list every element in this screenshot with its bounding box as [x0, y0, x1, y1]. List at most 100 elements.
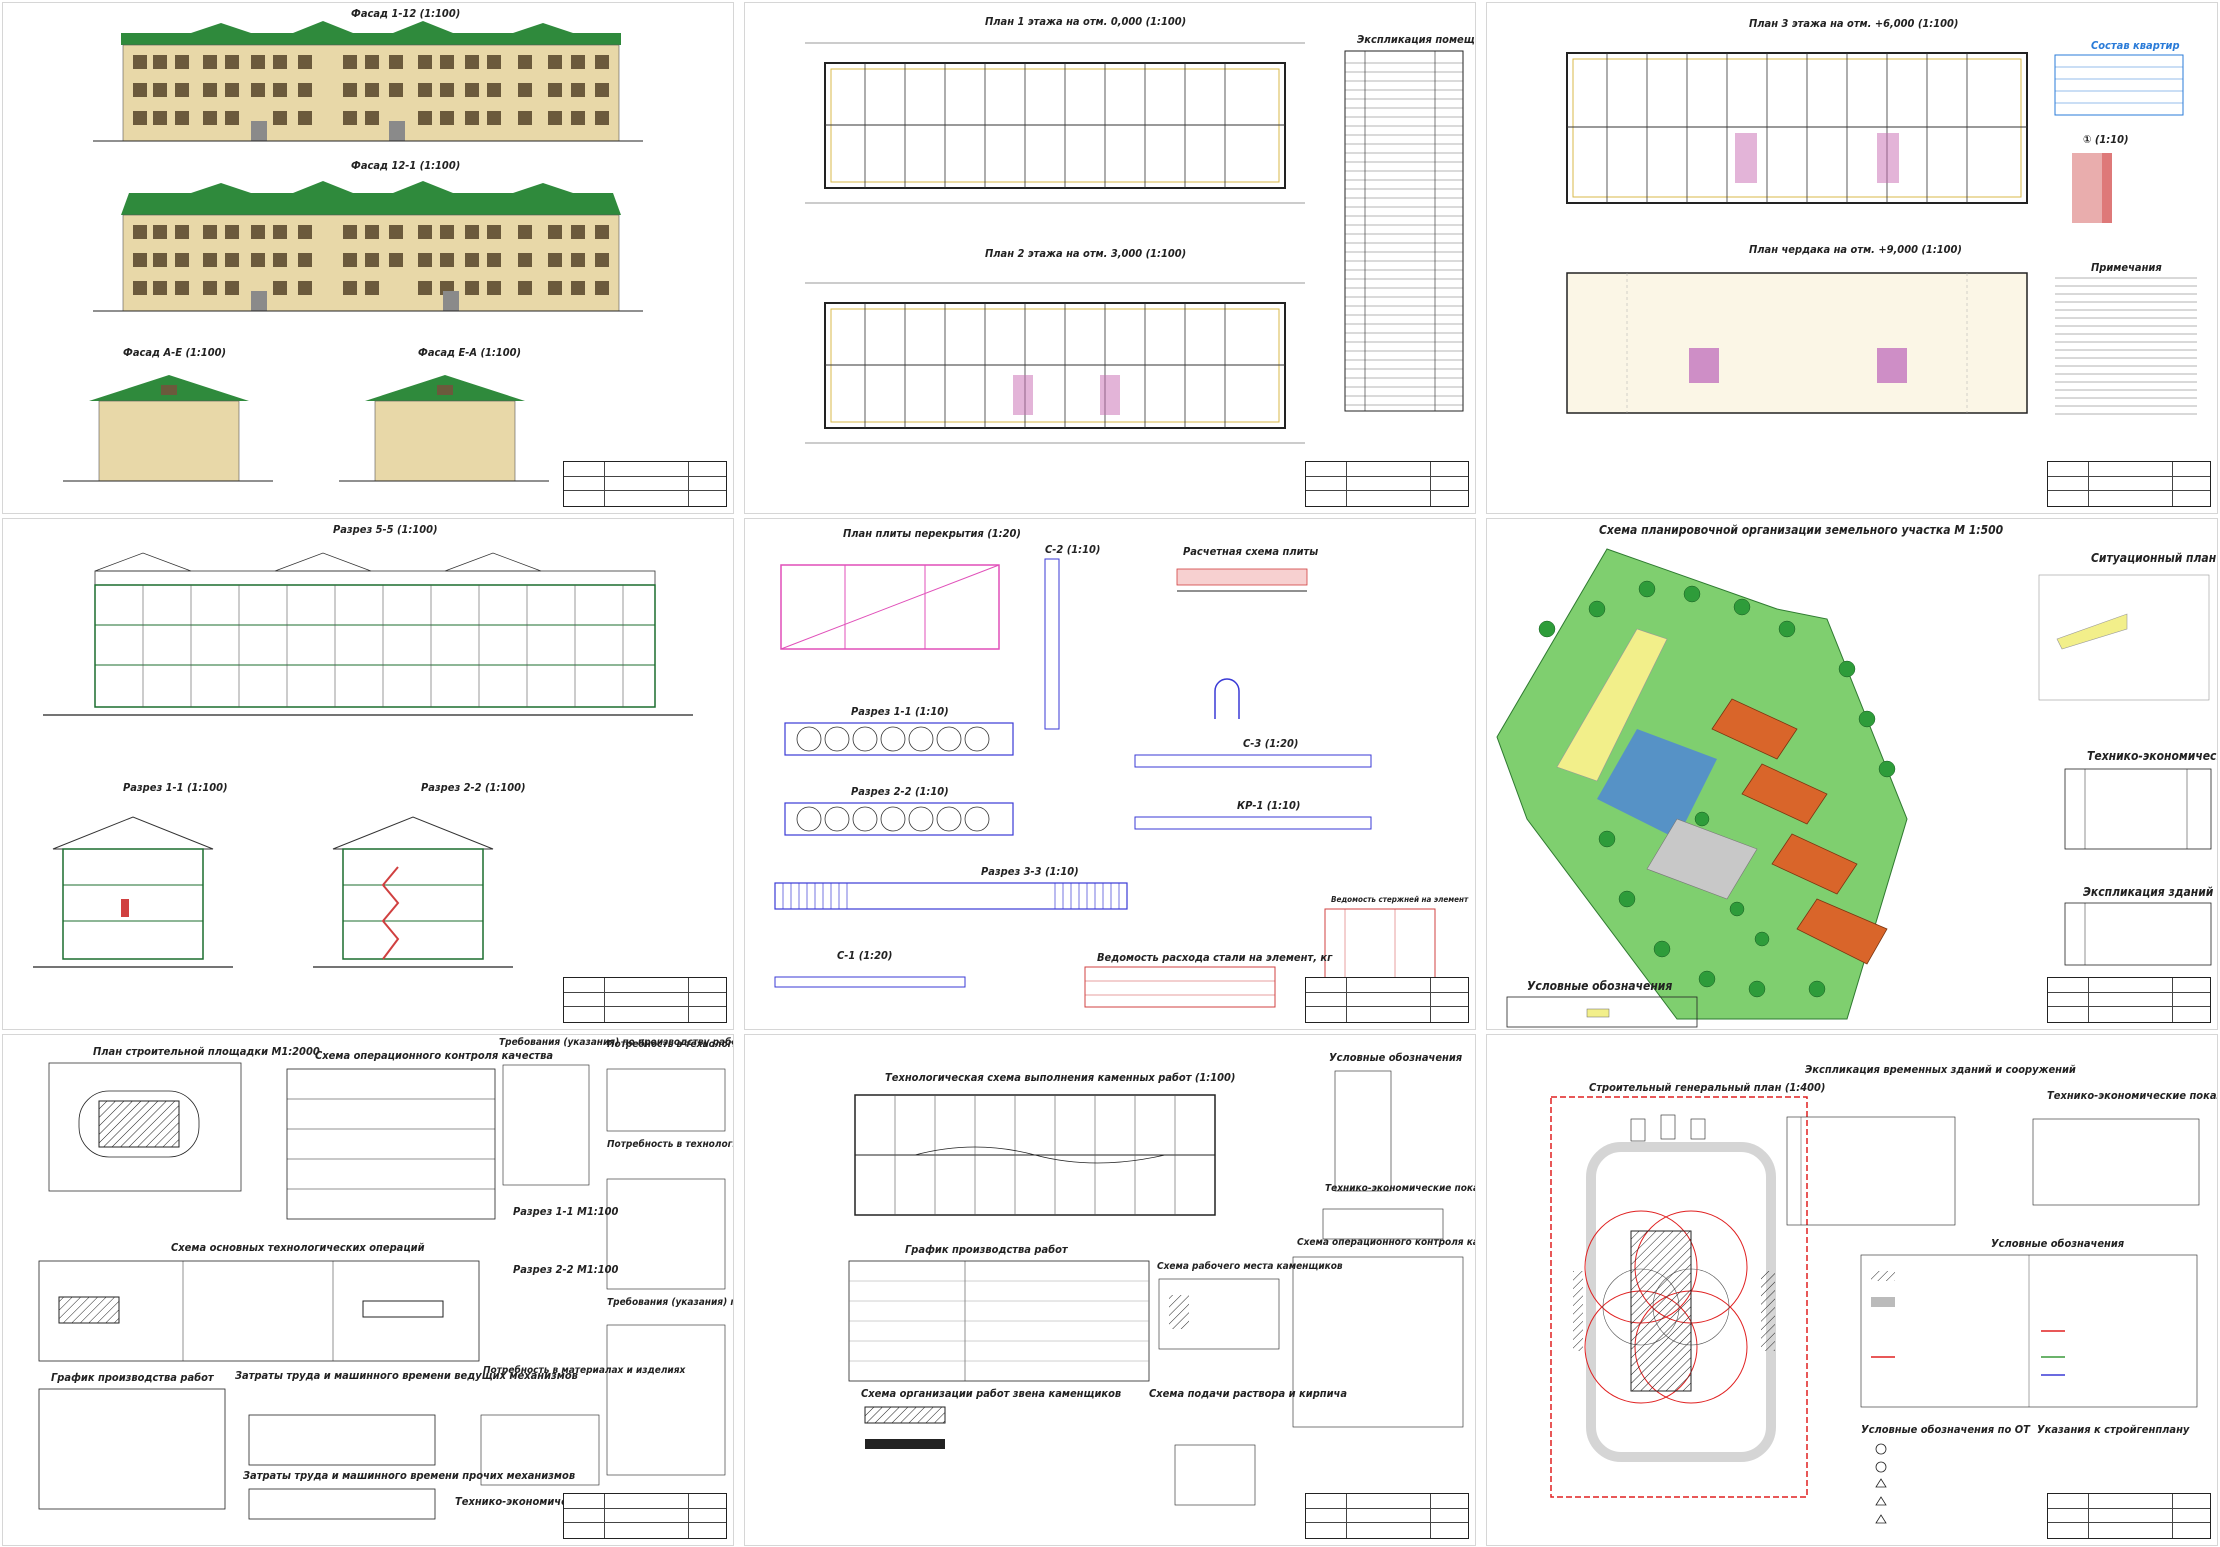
schedule-grid: [38, 1388, 226, 1510]
schedule-title: График производства работ: [905, 1243, 1068, 1256]
supply-title: Схема подачи раствора и кирпича: [1149, 1387, 1348, 1400]
section-2-2-m100: Разрез 2-2 М1:100: [513, 1263, 619, 1276]
slab-section-1-1-title: Разрез 1-1 (1:10): [851, 705, 949, 718]
organization-scheme: [864, 1406, 946, 1449]
plan-attic-title: План чердака на отм. +9,000 (1:100): [1749, 243, 1962, 256]
tech-equipment-title: Потребность в технологическом оборудован…: [607, 1039, 733, 1050]
plan-attic: [1566, 272, 2028, 414]
slab-section-2-2: [784, 802, 1014, 836]
labor-main-title: Затраты труда и машинного времени ведущи…: [235, 1369, 578, 1382]
sheet-sections: Разрез 5-5 (1:100) Разрез 1-1 (1:100) Ра…: [2, 518, 734, 1030]
workplace-scheme: [1158, 1278, 1280, 1350]
title-block: [1305, 977, 1469, 1023]
west-storage: [1573, 1271, 1583, 1351]
facade-e-a-title: Фасад Е-А (1:100): [418, 346, 521, 359]
explication-buildings-table: [2064, 902, 2212, 966]
quality-scheme-title: Схема операционного контроля качества: [315, 1049, 554, 1062]
masonry-drawing: [848, 1070, 1464, 1506]
slab-plan-title: План плиты перекрытия (1:20): [843, 527, 1021, 540]
operations-title: Схема основных технологических операций: [171, 1241, 425, 1254]
tep-table: [2032, 1118, 2200, 1206]
section-5-5-title: Разрез 5-5 (1:100): [333, 523, 438, 536]
schedule-title: График производства работ: [51, 1371, 214, 1384]
title-block: [2047, 1493, 2211, 1539]
slab-section-3-3: [774, 882, 1128, 910]
facades-drawing: [63, 21, 643, 482]
sections-drawing: [33, 552, 693, 968]
quality-scheme-title: Схема операционного контроля качества: [1297, 1237, 1475, 1248]
plan-floor-2: [805, 282, 1305, 444]
title-block: [563, 977, 727, 1023]
legend-table: [1860, 1254, 2198, 1408]
temp-buildings-title: Экспликация временных зданий и сооружени…: [1805, 1063, 2076, 1076]
title-block: [2047, 461, 2211, 507]
sheet-floor-plans-1-2: План 1 этажа на отм. 0,000 (1:100) План …: [744, 2, 1476, 514]
section-1-1-title: Разрез 1-1 (1:100): [123, 781, 228, 794]
temp-buildings-table: [1786, 1116, 1956, 1226]
section-2-2: [313, 816, 513, 968]
construction-site-plan: [48, 1062, 242, 1192]
title-block: [1305, 461, 1469, 507]
plan-floor-3: [1566, 52, 2028, 204]
steel-statement-title: Ведомость расхода стали на элемент, кг: [1097, 951, 1333, 964]
stroygenplan-drawing: [1550, 1096, 2200, 1524]
building-footprint: [1630, 1230, 1692, 1392]
plan-floor-1-title: План 1 этажа на отм. 0,000 (1:100): [985, 15, 1187, 28]
tep-title: Технико-экономические: [2087, 749, 2217, 763]
slab-drawing: [774, 558, 1436, 1008]
schedule-table: [848, 1260, 1150, 1382]
sheet-tech-map-earthworks: План строительной площадки М1:2000 Схема…: [2, 1034, 734, 1546]
right-text-blocks: [480, 1064, 726, 1486]
node-title: ① (1:10): [2083, 133, 2129, 146]
c3-frame: [1134, 754, 1372, 768]
facade-a-e: [63, 375, 273, 482]
apartments-table: [2054, 54, 2184, 116]
materials-title: Потребность в материалах и изделиях: [483, 1365, 686, 1376]
quality-table: [286, 1068, 496, 1220]
site-plan-drawing: [1496, 548, 2212, 1028]
steel-statement: [1084, 966, 1276, 1008]
playground: [1597, 729, 1717, 839]
workplace-title: Схема рабочего места каменщиков: [1157, 1261, 1343, 1272]
slab-plan: [780, 564, 1000, 650]
quality-table: [1292, 1256, 1464, 1428]
situation-plan-title: Ситуационный план: [2091, 551, 2217, 565]
ot-legend: [1875, 1443, 1887, 1524]
masonry-plan: [854, 1094, 1216, 1216]
floor3-attic-drawing: [1566, 52, 2197, 415]
facade-12-1: [93, 181, 643, 312]
c3-title: С-3 (1:20): [1243, 737, 1299, 750]
instructions-title: Указания к стройгенплану: [2037, 1423, 2190, 1436]
calc-scheme-title: Расчетная схема плиты: [1183, 545, 1319, 558]
labor-main-table: [248, 1414, 436, 1466]
sport-court: [1646, 818, 1758, 900]
tep-box: [1322, 1208, 1444, 1240]
slab-section-1-1: [784, 722, 1014, 756]
labor-other-table: [248, 1488, 436, 1520]
section-1-1-m100: Разрез 1-1 М1:100: [513, 1205, 619, 1218]
wall-node: [2072, 153, 2112, 223]
apartments-title: Состав квартир: [2091, 39, 2180, 52]
explication-table: [1344, 50, 1464, 412]
trees: [1538, 580, 1896, 998]
kr1-title: КР-1 (1:10): [1237, 799, 1301, 812]
masonry-scheme-title: Технологическая схема выполнения каменны…: [885, 1071, 1236, 1084]
sheet-floor-3-attic: План 3 этажа на отм. +6,000 (1:100) План…: [1486, 2, 2218, 514]
tep-table: [2064, 768, 2212, 850]
tools-title: Потребность в технологической оснастке и…: [607, 1139, 733, 1150]
supply-scheme: [1174, 1444, 1256, 1506]
organization-title: Схема организации работ звена каменщиков: [861, 1387, 1122, 1400]
sand-area: [1556, 628, 1668, 782]
section-2-2-title: Разрез 2-2 (1:100): [421, 781, 526, 794]
section-1-1: [33, 816, 233, 968]
ot-legend-title: Условные обозначения по ОТ: [1861, 1423, 2030, 1436]
explication-title: Экспликация помещений: [1357, 33, 1475, 46]
legend-title: Условные обозначения: [1527, 979, 1673, 993]
safety-title: Требования (указания) по безопасности тр…: [607, 1297, 733, 1308]
tep-title: Технико-экономические показатели: [2047, 1089, 2217, 1102]
rebar-statement-title: Ведомость стержней на элемент: [1331, 895, 1469, 904]
title-block: [1305, 1493, 1469, 1539]
east-storage: [1761, 1271, 1775, 1351]
explication-buildings-title: Экспликация зданий: [2083, 885, 2214, 899]
title-block: [563, 1493, 727, 1539]
